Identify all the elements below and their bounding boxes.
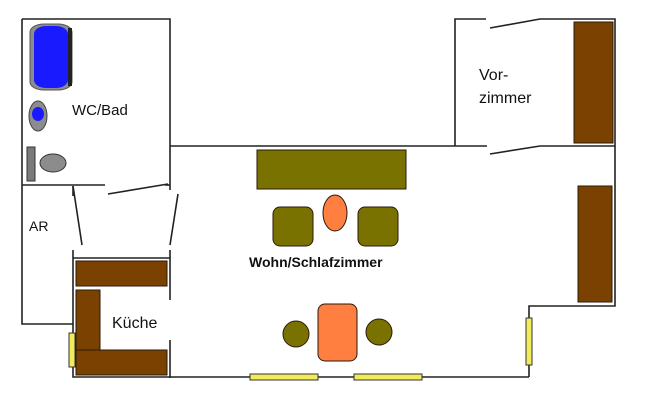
bathtub-edge (68, 28, 72, 86)
bathroom-fixtures (26, 23, 73, 182)
door-storage (72, 185, 83, 246)
wall-left-outer (21, 19, 73, 325)
sink-basin (32, 107, 44, 121)
dining-table (317, 303, 358, 362)
door-kitchen (169, 193, 179, 246)
toilet-tank-icon (26, 146, 36, 182)
window-kitchen (68, 332, 76, 368)
stool-left (282, 320, 310, 348)
doors (72, 18, 541, 246)
counter-side (75, 289, 101, 351)
wardrobe-hall (573, 21, 614, 144)
room-label-living: Wohn/Schlafzimmer (249, 254, 383, 270)
bathtub-basin (34, 26, 68, 88)
counter-top (75, 260, 168, 287)
window-living-1 (249, 373, 319, 381)
wall-bath-outer (22, 18, 171, 190)
coffee-table (322, 194, 348, 232)
armchair-left (272, 206, 314, 247)
toilet-bowl-icon (39, 153, 67, 173)
room-label-bath: WC/Bad (72, 102, 128, 119)
windows (68, 317, 533, 381)
room-label-hall-1: Vor- (479, 67, 508, 84)
window-living-side (525, 317, 533, 366)
living-furniture (256, 149, 407, 362)
stool-right (365, 318, 393, 346)
room-label-hall-2: zimmer (479, 90, 532, 107)
counter-bottom (75, 349, 168, 376)
door-bath (107, 183, 169, 195)
room-label-storage: AR (29, 218, 48, 234)
sofa-bed (256, 149, 407, 190)
wardrobe-living (577, 185, 613, 303)
walls (21, 18, 616, 378)
armchair-right (357, 206, 399, 247)
window-living-2 (353, 373, 423, 381)
door-hall-entry (489, 18, 541, 29)
room-label-kitchen: Küche (112, 315, 157, 332)
door-hall-living (489, 145, 541, 155)
wall-hall-left (454, 18, 486, 146)
kitchen-counters (75, 260, 168, 376)
